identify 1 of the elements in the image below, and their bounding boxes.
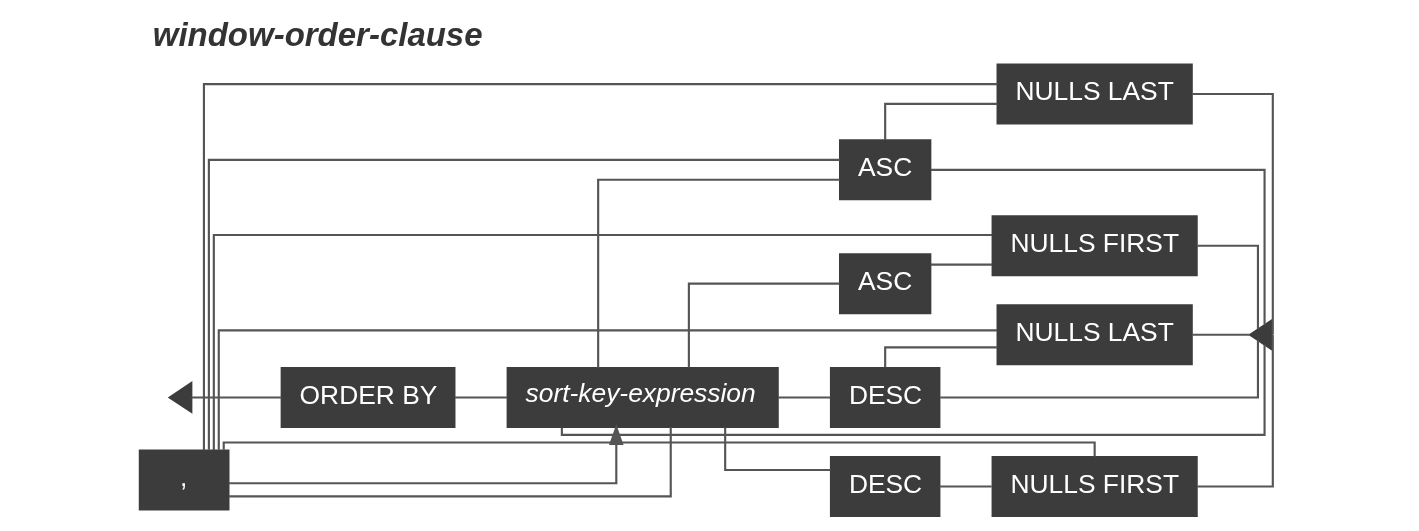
- diagram-title: window-order-clause: [152, 16, 483, 54]
